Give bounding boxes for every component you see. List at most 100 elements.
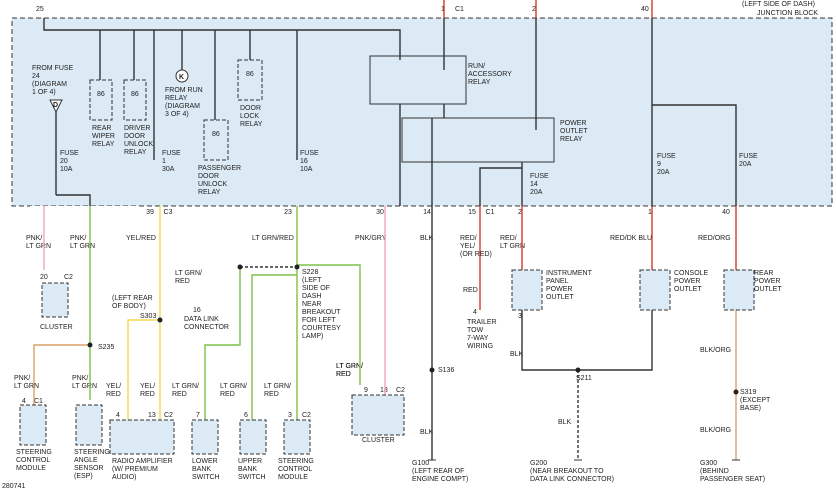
radio-amp-box: [109, 419, 175, 455]
s211-label: S211: [576, 375, 592, 382]
wire-label-redltgrn: RED/LT GRN: [500, 235, 525, 250]
wire-label-blkorg: BLK/ORG: [700, 347, 731, 354]
wire-label-redorg: RED/ORG: [698, 235, 731, 242]
wire-label-yelred: YEL/RED: [126, 235, 156, 242]
wire-label-blk-b: BLK: [420, 429, 434, 436]
wire-label-blk: BLK: [420, 235, 434, 242]
wire-label-ltgrnred-b: LT GRN/RED: [336, 363, 363, 378]
conn-c3: C3: [164, 209, 173, 216]
pin-c1a: C1: [34, 398, 43, 405]
fuse14-branch: [479, 167, 522, 206]
door-lock-relay: [237, 59, 263, 101]
power-outlet-relay: [401, 117, 555, 163]
d-triangle: [49, 99, 63, 114]
cluster-top-box: [41, 282, 69, 318]
feed-rear: [652, 104, 737, 206]
pin-20: 20: [40, 274, 48, 281]
run-accessory-relay: [369, 55, 467, 105]
splice-s303: [157, 317, 163, 323]
console-outlet-box: [639, 269, 671, 311]
wire-lower-bank: [204, 267, 241, 420]
k-circle: [175, 69, 189, 83]
bus-line: [43, 18, 401, 60]
conn-strip: [30, 206, 136, 214]
pin-4: 4: [473, 309, 477, 316]
steering-control-box: [19, 404, 47, 446]
upper-bank-box: [239, 419, 267, 455]
conn-c1b: C1: [486, 209, 495, 216]
cluster-bottom-label: CLUSTER: [362, 437, 395, 444]
pin-1: 1: [441, 6, 445, 13]
splice-s136: [429, 367, 435, 373]
diagram-id: 280741: [2, 483, 25, 490]
junction-block: [11, 17, 833, 207]
pin-3c: 3: [288, 412, 292, 419]
passenger-door-86: 86: [212, 131, 220, 138]
conn-23: 23: [284, 209, 292, 216]
pin-2: 2: [532, 6, 536, 13]
splice-dlc: [237, 264, 243, 270]
s136-label: S136: [438, 367, 454, 374]
conn-30: 30: [376, 209, 384, 216]
pin-4a: 4: [22, 398, 26, 405]
junction-block-label-1: (LEFT SIDE OF DASH): [742, 1, 815, 8]
rear-outlet-box: [723, 269, 755, 311]
conn-1: 1: [648, 209, 652, 216]
pin-c2b: C2: [164, 412, 173, 419]
conn-40: 40: [722, 209, 730, 216]
pin-16: 16: [193, 307, 201, 314]
pin-c2-top: C2: [64, 274, 73, 281]
passenger-door-relay: [203, 119, 229, 161]
fuse20-route: [56, 194, 91, 206]
wire-label-ltgrnred: LT GRN/RED: [252, 235, 294, 242]
lower-bank-box: [191, 419, 219, 455]
wire-label-ltgrnred-a: LT GRN/RED: [175, 270, 202, 285]
driver-door-86: 86: [131, 91, 139, 98]
splice-s211: [575, 367, 581, 373]
conn-39: 39: [146, 209, 154, 216]
door-lock-86: 86: [246, 71, 254, 78]
wire-s303: [127, 319, 160, 420]
pin-4b: 4: [116, 412, 120, 419]
rear-wiper-86: 86: [97, 91, 105, 98]
splice-s303-label: S303: [140, 313, 156, 320]
wire-s235: [33, 344, 90, 405]
splice-s235: [87, 342, 93, 348]
pin-25: 25: [36, 6, 44, 13]
k-label: K: [179, 74, 184, 81]
wire-label-blk-c: BLK: [558, 419, 572, 426]
wire-label-red: RED: [463, 287, 478, 294]
splice-s235-label: S235: [98, 344, 114, 351]
wire-label-pnk3: PNK/LT GRN: [14, 375, 39, 390]
pin-c2d: C2: [396, 387, 405, 394]
wire-label-ltgrnred-f: LT GRN/RED: [336, 363, 363, 378]
steering-angle-box: [75, 404, 103, 446]
wire-label-pnk2: PNK/LT GRN: [70, 235, 95, 250]
pin-6: 6: [244, 412, 248, 419]
wire-label-ltgrnred-c: LT GRN/RED: [172, 383, 199, 398]
pin-3-instrument: 3: [518, 313, 522, 320]
